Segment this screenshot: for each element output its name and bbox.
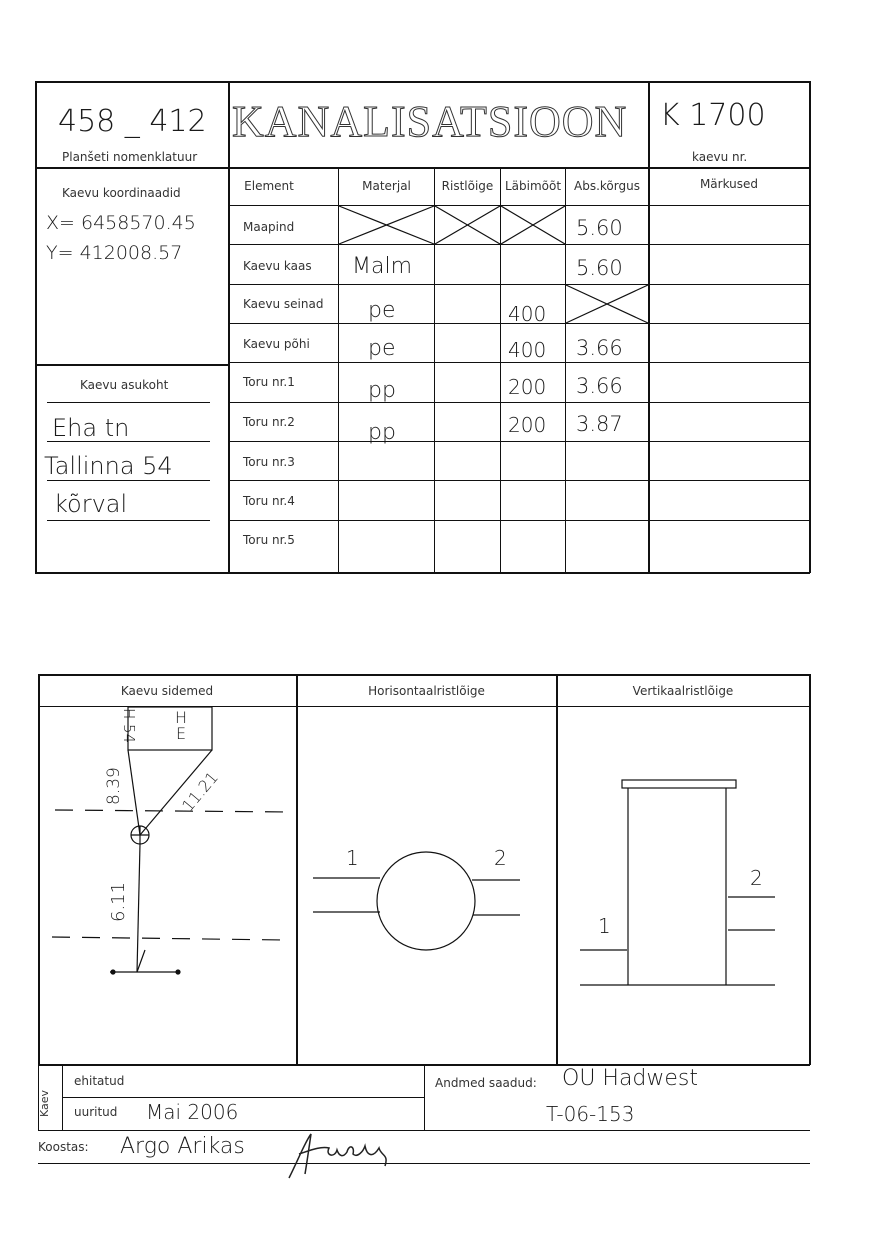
- data-source-label: Andmed saadud:: [435, 1076, 537, 1090]
- height-cell-2: 5.60: [576, 256, 623, 280]
- building-label-2: H E: [174, 708, 188, 743]
- side-label: Kaev: [38, 1089, 51, 1117]
- well-number-label: kaevu nr.: [692, 150, 748, 164]
- building-outline: [127, 706, 213, 751]
- height-cell-1: 5.60: [576, 216, 623, 240]
- dim-label-1: 8.39: [104, 767, 124, 805]
- col-header-element: Element: [244, 179, 294, 193]
- panel-title-connections: Kaevu sidemed: [120, 684, 214, 698]
- signature-icon: [288, 1133, 387, 1179]
- col-header-diameter: Läbimõõt: [504, 179, 562, 193]
- panel-title-vertical: Vertikaalristlõige: [632, 684, 734, 698]
- row-label-1: Maapind: [243, 220, 295, 234]
- col-header-abs-height: Abs.kõrgus: [574, 179, 640, 193]
- data-source-value: OÜ Hadwest: [562, 1066, 699, 1091]
- location-line-3: kõrval: [54, 490, 128, 518]
- material-cell-2: Malm: [352, 254, 413, 279]
- author-value: Argo Arikas: [120, 1134, 245, 1159]
- surveyed-label: uuritud: [74, 1105, 118, 1119]
- col-header-cross-section: Ristlõige: [441, 179, 494, 193]
- row-label-4: Kaevu põhi: [243, 337, 310, 351]
- material-cell-5: pp: [368, 378, 396, 403]
- nomenclature-value: 458 _ 412: [58, 104, 207, 139]
- row-label-5: Toru nr.1: [243, 375, 295, 389]
- dashed-line-upper: [54, 809, 291, 813]
- location-label: Kaevu asukoht: [80, 378, 169, 392]
- tie-line-2: [139, 749, 213, 836]
- author-label: Koostas:: [38, 1140, 89, 1154]
- height-cell-4: 3.66: [576, 336, 623, 360]
- dashed-line-lower: [51, 936, 286, 941]
- well-section-circle: [376, 851, 476, 951]
- page-title: KANALISATSIOON: [231, 97, 628, 147]
- height-cell-6: 3.87: [576, 412, 623, 436]
- row-label-6: Toru nr.2: [243, 415, 295, 429]
- crossed-cells: [338, 205, 649, 324]
- tie-line-1: [127, 749, 141, 836]
- well-cover: [621, 779, 737, 789]
- diameter-cell-3: 400: [508, 302, 547, 326]
- pipe-label-2-horizontal: 2: [494, 846, 507, 870]
- coordinate-x: X= 6458570.45: [46, 212, 196, 234]
- pipe-label-2-vertical: 2: [750, 866, 763, 890]
- col-header-notes: Märkused: [699, 177, 759, 191]
- surveyed-value: Mai 2006: [146, 1100, 239, 1124]
- location-line-1: Eha tn: [52, 414, 130, 442]
- data-source-code: T-06-153: [546, 1102, 635, 1126]
- panel-title-horizontal: Horisontaalristlõige: [368, 684, 485, 698]
- row-label-8: Toru nr.4: [243, 494, 295, 508]
- tie-line-3: [136, 843, 141, 973]
- row-label-3: Kaevu seinad: [243, 297, 324, 311]
- col-header-material: Materjal: [362, 179, 411, 193]
- material-cell-4: pe: [368, 336, 396, 361]
- material-cell-6: pp: [368, 420, 396, 445]
- coordinates-label: Kaevu koordinaadid: [62, 186, 181, 200]
- row-label-7: Toru nr.3: [243, 455, 295, 469]
- pipe-label-1-horizontal: 1: [346, 846, 359, 870]
- diameter-cell-5: 200: [508, 375, 547, 399]
- row-label-9: Toru nr.5: [243, 533, 295, 547]
- coordinate-y: Y= 412008.57: [46, 242, 183, 264]
- dim-label-3: 6.11: [108, 881, 129, 922]
- diameter-cell-6: 200: [508, 413, 547, 437]
- diameter-cell-4: 400: [508, 338, 547, 362]
- material-cell-3: pe: [368, 298, 396, 323]
- building-label-1: H 54: [120, 708, 138, 744]
- row-label-2: Kaevu kaas: [243, 259, 312, 273]
- pipe-label-1-vertical: 1: [598, 914, 611, 938]
- built-label: ehitatud: [74, 1074, 125, 1088]
- location-line-2: Tallinna 54: [44, 452, 173, 480]
- height-cell-5: 3.66: [576, 374, 623, 398]
- nomenclature-label: Planšeti nomenklatuur: [62, 150, 198, 164]
- well-number-value: K 1700: [660, 98, 766, 133]
